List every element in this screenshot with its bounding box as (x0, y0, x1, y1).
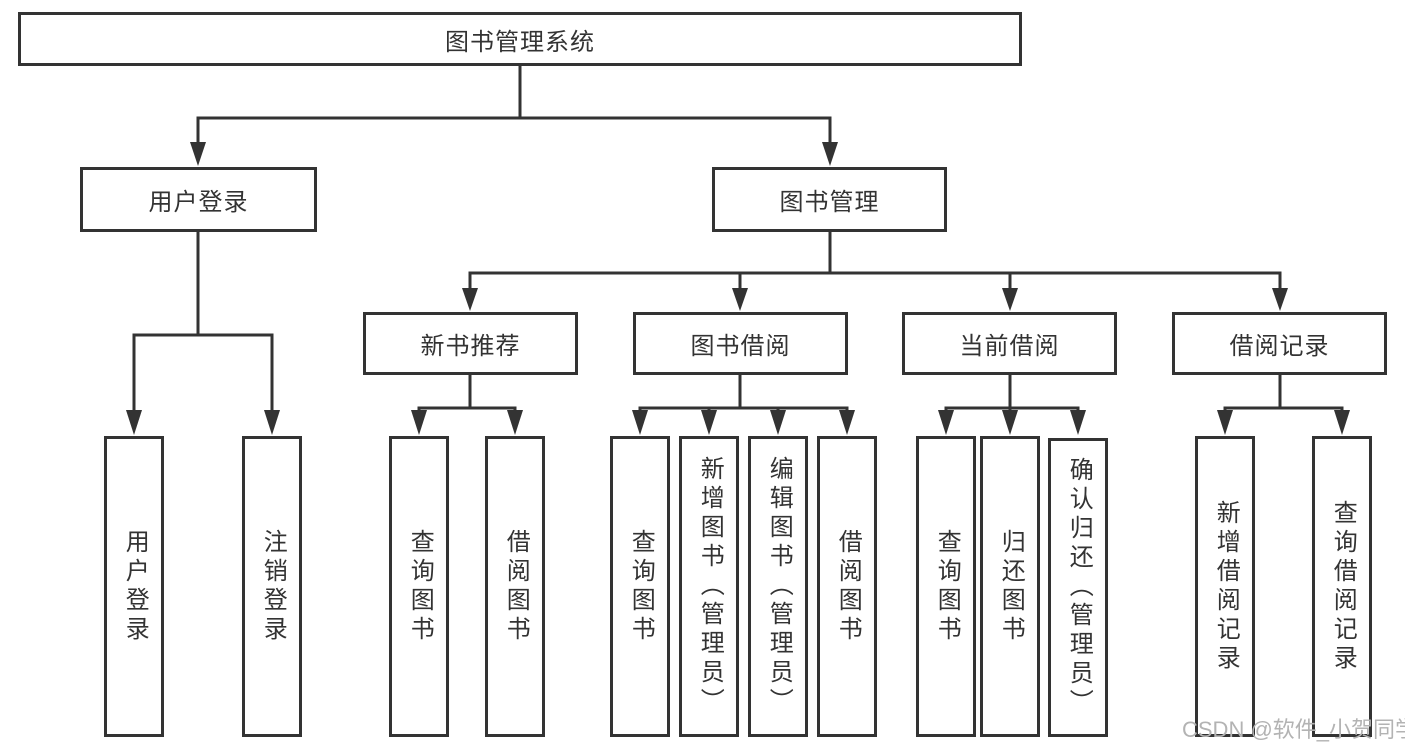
node-user-login-label: 用户登录 (148, 189, 249, 216)
arrow-icon (462, 288, 478, 311)
arrow-icon (126, 410, 142, 435)
leaf-bb-edit-books-admin: 编辑图书（管理员） (748, 436, 808, 737)
arrow-icon (190, 142, 206, 166)
leaf-bb-borrow-books: 借阅图书 (817, 436, 877, 737)
leaf-logout: 注销登录 (242, 436, 302, 737)
arrowheads (126, 142, 1350, 435)
arrow-icon (701, 410, 717, 435)
bus-current (944, 375, 1080, 412)
leaf-cb-confirm-return-admin-label: 确认归还（管理员） (1065, 457, 1093, 718)
bus-level2 (196, 116, 832, 144)
leaf-cb-return-books: 归还图书 (980, 436, 1040, 737)
node-book-borrowing-label: 图书借阅 (690, 333, 791, 360)
leaf-br-query-record-label: 查询借阅记录 (1329, 499, 1357, 674)
leaf-bb-add-books-admin: 新增图书（管理员） (679, 436, 739, 737)
leaf-logout-label: 注销登录 (259, 528, 287, 645)
leaf-br-query-record: 查询借阅记录 (1312, 436, 1372, 737)
leaf-nb-query-books: 查询图书 (389, 436, 449, 737)
arrow-icon (822, 142, 838, 166)
node-borrow-records-label: 借阅记录 (1229, 333, 1330, 360)
node-library-system-label: 图书管理系统 (445, 28, 595, 56)
node-borrow-records: 借阅记录 (1172, 312, 1387, 375)
bus-new-books (417, 375, 517, 412)
arrow-icon (1334, 410, 1350, 435)
leaf-bb-add-books-admin-label: 新增图书（管理员） (696, 456, 724, 717)
leaf-cb-return-books-label: 归还图书 (997, 528, 1025, 645)
leaf-nb-borrow-books: 借阅图书 (485, 436, 545, 737)
node-book-borrowing: 图书借阅 (633, 312, 848, 375)
arrow-icon (1070, 410, 1086, 435)
leaf-cb-query-books: 查询图书 (916, 436, 976, 737)
node-new-book-recommend-label: 新书推荐 (420, 333, 521, 360)
node-current-borrowing: 当前借阅 (902, 312, 1117, 375)
arrow-icon (938, 410, 954, 435)
arrow-icon (507, 410, 523, 435)
node-new-book-recommend: 新书推荐 (363, 312, 578, 375)
arrow-icon (839, 410, 855, 435)
arrow-icon (770, 410, 786, 435)
csdn-watermark: CSDN @软件_小贺同学 (1182, 717, 1405, 742)
bus-records (1223, 375, 1344, 412)
leaf-nb-query-books-label: 查询图书 (406, 528, 434, 645)
arrow-icon (1002, 288, 1018, 311)
leaf-user-login: 用户登录 (104, 436, 164, 737)
bus-level3 (468, 271, 1282, 290)
leaf-bb-query-books: 查询图书 (610, 436, 670, 737)
bus-borrowing (638, 375, 849, 412)
node-user-login: 用户登录 (80, 167, 317, 232)
leaf-br-add-record-label: 新增借阅记录 (1212, 499, 1240, 674)
leaf-user-login-label: 用户登录 (121, 528, 149, 645)
node-current-borrowing-label: 当前借阅 (959, 333, 1060, 360)
arrow-icon (632, 410, 648, 435)
leaf-bb-edit-books-admin-label: 编辑图书（管理员） (765, 456, 793, 717)
arrow-icon (1002, 410, 1018, 435)
arrow-icon (1217, 410, 1233, 435)
leaf-cb-confirm-return-admin: 确认归还（管理员） (1048, 438, 1108, 737)
arrow-icon (1272, 288, 1288, 311)
node-book-management: 图书管理 (712, 167, 947, 232)
arrow-icon (732, 288, 748, 311)
leaf-bb-borrow-books-label: 借阅图书 (834, 528, 862, 645)
leaf-bb-query-books-label: 查询图书 (627, 528, 655, 645)
node-book-management-label: 图书管理 (779, 189, 880, 216)
leaf-nb-borrow-books-label: 借阅图书 (502, 528, 530, 645)
bus-user-login (132, 333, 274, 412)
arrow-icon (411, 410, 427, 435)
node-library-system: 图书管理系统 (18, 12, 1022, 66)
leaf-br-add-record: 新增借阅记录 (1195, 436, 1255, 737)
arrow-icon (264, 410, 280, 435)
leaf-cb-query-books-label: 查询图书 (933, 528, 961, 645)
